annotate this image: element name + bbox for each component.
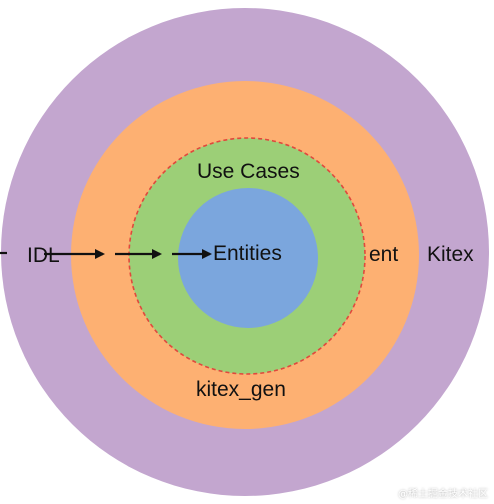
kitex-label: Kitex [427, 243, 474, 266]
dashed-boundary [128, 137, 366, 375]
entities-label: Entities [213, 242, 282, 265]
entities-layer [178, 188, 318, 328]
use-cases-label: Use Cases [197, 160, 300, 183]
idl-label: IDL [27, 244, 60, 267]
watermark: @稀土掘金技术社区 [398, 489, 488, 500]
kitex-gen-label: kitex_gen [196, 378, 286, 401]
ent-label: ent [369, 243, 398, 266]
